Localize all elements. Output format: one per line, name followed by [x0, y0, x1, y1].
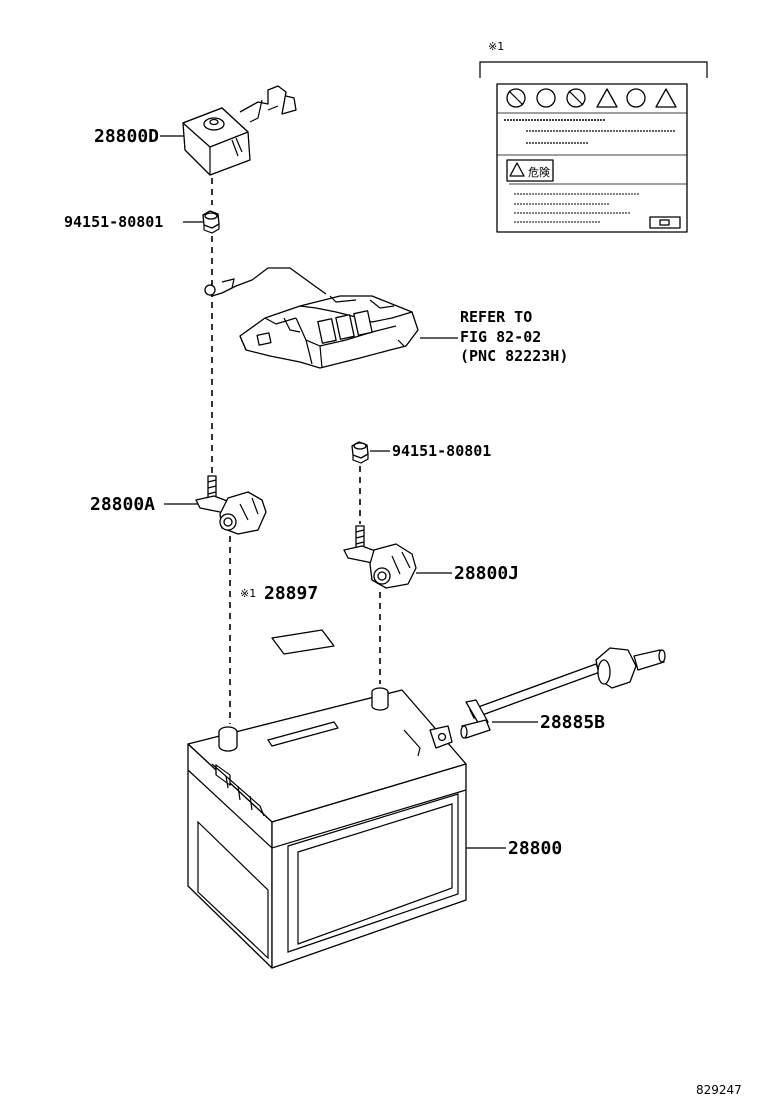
- part-28897-label: ※1 28897: [240, 583, 335, 655]
- refer-line-1: REFER TO: [460, 308, 532, 326]
- warning-label-sticker: [496, 83, 688, 233]
- part-28800d-sensor: [182, 85, 297, 176]
- warning-text-lines: [504, 119, 675, 144]
- refer-line-3: (PNC 82223H): [460, 347, 568, 365]
- part-28885b-vent-hose: [460, 647, 666, 739]
- part-28800j-terminal: [343, 525, 417, 589]
- label-28800a: 28800A: [90, 494, 155, 515]
- fuse-block-assembly: [204, 267, 419, 369]
- danger-text: 危険: [528, 166, 550, 179]
- nut-mid: [351, 441, 369, 464]
- part-28800-battery: [187, 687, 467, 969]
- part-28800a-terminal: [195, 475, 267, 535]
- refer-to-note: REFER TO FIG 82-02 (PNC 82223H): [460, 308, 568, 365]
- refer-line-2: FIG 82-02: [460, 328, 541, 346]
- label-nut-mid: 94151-80801: [392, 442, 491, 460]
- note-mark: ※1: [240, 587, 256, 600]
- label-28800d: 28800D: [94, 126, 159, 147]
- label-note-mark: ※1: [488, 40, 504, 53]
- label-nut-top: 94151-80801: [64, 213, 163, 231]
- label-28800: 28800: [508, 838, 562, 859]
- warning-body-lines: [514, 193, 640, 223]
- label-28885b: 28885B: [540, 712, 605, 733]
- nut-top: [202, 210, 220, 234]
- warning-pictogram-icons: [506, 88, 677, 108]
- label-28800j: 28800J: [454, 563, 519, 584]
- label-28897: 28897: [264, 583, 318, 604]
- warning-label-inset: ※1 危険: [479, 40, 708, 233]
- figure-id: 829247: [696, 1083, 742, 1097]
- danger-triangle-icon: [509, 162, 525, 177]
